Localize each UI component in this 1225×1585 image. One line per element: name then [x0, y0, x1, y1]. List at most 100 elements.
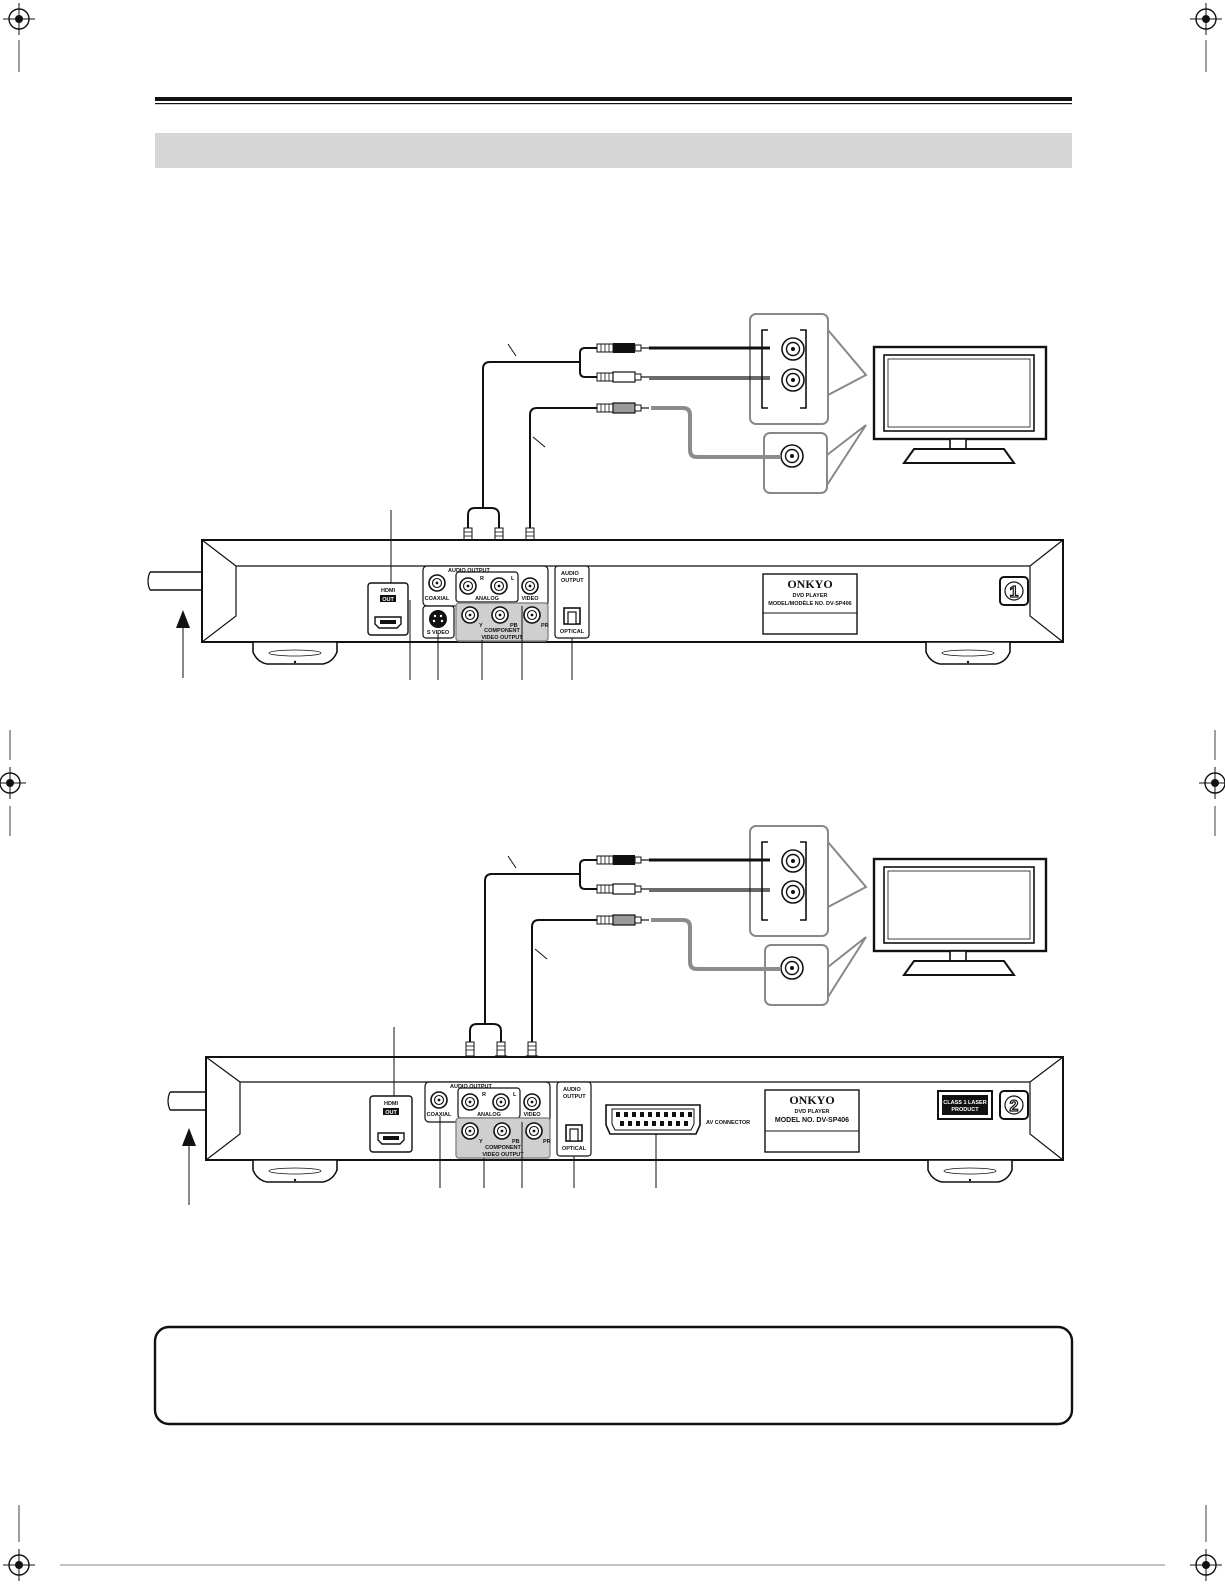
audio-cable — [464, 854, 770, 1085]
r-label: R — [480, 576, 484, 582]
audio-output-label: AUDIO OUTPUT — [448, 568, 491, 574]
optical-port-icon — [563, 607, 581, 625]
optical-label: OPTICAL — [562, 1146, 587, 1152]
tv-video-input-panel — [763, 424, 867, 494]
coaxial-jack — [430, 1091, 448, 1109]
component-label: COMPONENT — [485, 1145, 521, 1151]
tv-icon — [872, 345, 1048, 465]
video-output-label: VIDEO OUTPUT — [482, 1152, 524, 1158]
hdmi-out-section: HDMI OUT — [369, 1027, 413, 1153]
audio-output-section: AUDIO OUTPUT COAXIAL R L ANALOG VIDEO — [422, 565, 549, 607]
region-badge: 1 — [999, 576, 1029, 606]
output-label: OUTPUT — [561, 578, 584, 584]
foot-icon — [925, 641, 1011, 665]
hdmi-out-label: OUT — [385, 1110, 397, 1116]
pr-label: PR — [541, 623, 549, 629]
product-label: DVD PLAYER — [793, 593, 828, 599]
region-number: 1 — [1010, 584, 1019, 601]
optical-label: OPTICAL — [560, 629, 585, 635]
rca-plug-icon — [596, 371, 650, 383]
nameplate: ONKYO DVD PLAYER MODEL/MODÈLE NO. DV-SP4… — [762, 573, 858, 635]
output-label: OUTPUT — [563, 1094, 586, 1100]
y-label: Y — [479, 1139, 483, 1145]
rca-plug-icon — [596, 854, 650, 866]
analog-l-jack — [492, 1093, 510, 1111]
diagram-1: HDMI OUT AUDIO OUTPUT COAXIAL R L — [147, 313, 1064, 680]
tv-audio-input-panel — [749, 825, 868, 937]
analog-label: ANALOG — [475, 596, 499, 602]
header-rule — [155, 97, 1072, 105]
section-title-band — [155, 133, 1072, 168]
coaxial-jack — [428, 574, 446, 592]
rca-plug-icon — [596, 402, 650, 414]
coaxial-label: COAXIAL — [425, 596, 450, 602]
hdmi-out-section: HDMI OUT — [367, 510, 409, 636]
audio-cable — [462, 342, 770, 571]
registration-mark-icon — [1198, 766, 1225, 800]
dvd-player-rear-panel: HDMI OUT AUDIO OUTPUT COAXIAL R L — [205, 1027, 1064, 1183]
product-label: DVD PLAYER — [795, 1109, 830, 1115]
video-jack — [521, 577, 539, 595]
pb-label: PB — [512, 1139, 520, 1145]
coaxial-label: COAXIAL — [427, 1112, 452, 1118]
rca-plug-icon — [596, 883, 650, 895]
video-jack — [523, 1093, 541, 1111]
analog-r-jack — [459, 577, 477, 595]
tv-icon — [872, 857, 1048, 977]
hdmi-port-icon — [377, 1132, 405, 1145]
optical-section: AUDIO OUTPUT OPTICAL — [556, 1081, 592, 1157]
laser-line2: PRODUCT — [951, 1107, 979, 1113]
hdmi-label: HDMI — [381, 588, 396, 594]
video-cable — [525, 914, 781, 1085]
tv-video-input-panel — [764, 936, 867, 1006]
hdmi-out-label: OUT — [382, 597, 394, 603]
registration-mark-icon — [2, 2, 36, 36]
region-number: 2 — [1010, 1098, 1019, 1115]
model-label: MODEL/MODÈLE NO. DV-SP406 — [768, 599, 851, 607]
pr-label: PR — [543, 1139, 551, 1145]
video-label: VIDEO — [521, 596, 539, 602]
analog-r-jack — [461, 1093, 479, 1111]
callout-lines — [409, 600, 573, 680]
scart-connector-icon: AV CONNECTOR — [605, 1104, 750, 1135]
pb-label: PB — [510, 623, 518, 629]
audio-output-label: AUDIO OUTPUT — [450, 1084, 493, 1090]
model-label: MODEL NO. DV-SP406 — [775, 1117, 849, 1124]
registration-mark-icon — [0, 766, 27, 800]
rca-plug-icon — [596, 342, 650, 354]
registration-mark-icon — [1189, 1548, 1223, 1582]
tv-audio-input-panel — [749, 313, 868, 425]
component-label: COMPONENT — [484, 628, 520, 634]
component-video-section: Y PB PR COMPONENT VIDEO OUTPUT — [455, 1117, 551, 1159]
dvd-player-rear-panel: HDMI OUT AUDIO OUTPUT COAXIAL R L — [201, 510, 1064, 665]
diagram-2: HDMI OUT AUDIO OUTPUT COAXIAL R L — [167, 825, 1064, 1205]
l-label: L — [513, 1092, 517, 1098]
note-box — [153, 1325, 1074, 1426]
foot-icon — [252, 1159, 338, 1183]
audio-label: AUDIO — [561, 571, 579, 577]
hdmi-port-icon — [374, 616, 402, 629]
nameplate: ONKYO DVD PLAYER MODEL NO. DV-SP406 — [764, 1089, 860, 1153]
laser-line1: CLASS 1 LASER — [943, 1100, 986, 1106]
component-video-section: Y PB PR COMPONENT VIDEO OUTPUT — [455, 602, 549, 642]
video-cable — [523, 402, 781, 571]
callout-lines — [439, 1116, 657, 1188]
region-badge: 2 — [999, 1090, 1029, 1120]
video-output-label: VIDEO OUTPUT — [481, 635, 523, 641]
rca-plug-icon — [596, 914, 650, 926]
registration-mark-icon — [1189, 2, 1223, 36]
analog-l-jack — [490, 577, 508, 595]
hdmi-label: HDMI — [384, 1101, 399, 1107]
crop-marks — [9, 40, 1216, 1566]
l-label: L — [511, 576, 515, 582]
laser-class-label: CLASS 1 LASER PRODUCT — [937, 1090, 993, 1120]
optical-port-icon — [565, 1124, 583, 1142]
audio-output-section: AUDIO OUTPUT COAXIAL R L ANALOG VIDEO — [424, 1081, 551, 1123]
brand-label: ONKYO — [787, 577, 832, 591]
analog-label: ANALOG — [477, 1112, 501, 1118]
av-connector-label: AV CONNECTOR — [706, 1120, 750, 1126]
audio-label: AUDIO — [563, 1087, 581, 1093]
registration-mark-icon — [2, 1548, 36, 1582]
